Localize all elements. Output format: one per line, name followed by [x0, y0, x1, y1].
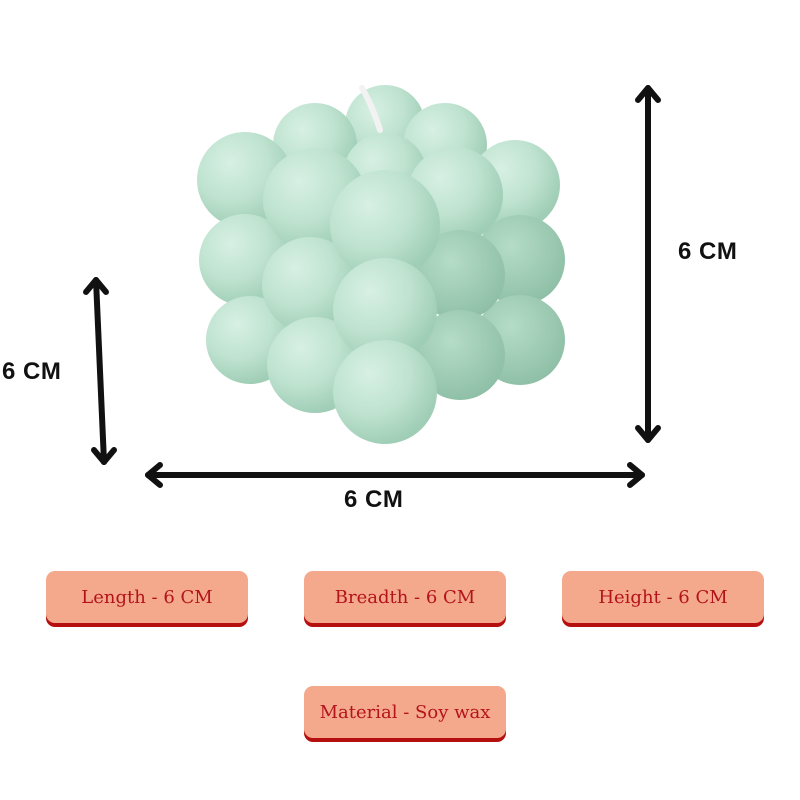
spec-badge-length: Length - 6 CM [46, 571, 248, 623]
right-dimension-label: 6 CM [678, 238, 738, 265]
wick-icon [359, 85, 383, 133]
spec-badge-height: Height - 6 CM [562, 571, 764, 623]
left-dimension-label: 6 CM [2, 358, 62, 385]
right-height-arrow-icon [635, 85, 661, 443]
bottom-dimension-label: 6 CM [344, 486, 404, 513]
left-height-arrow-icon [83, 277, 117, 465]
spec-badge-material: Material - Soy wax [304, 686, 506, 738]
spec-badge-breadth: Breadth - 6 CM [304, 571, 506, 623]
bottom-width-arrow-icon [145, 462, 645, 488]
